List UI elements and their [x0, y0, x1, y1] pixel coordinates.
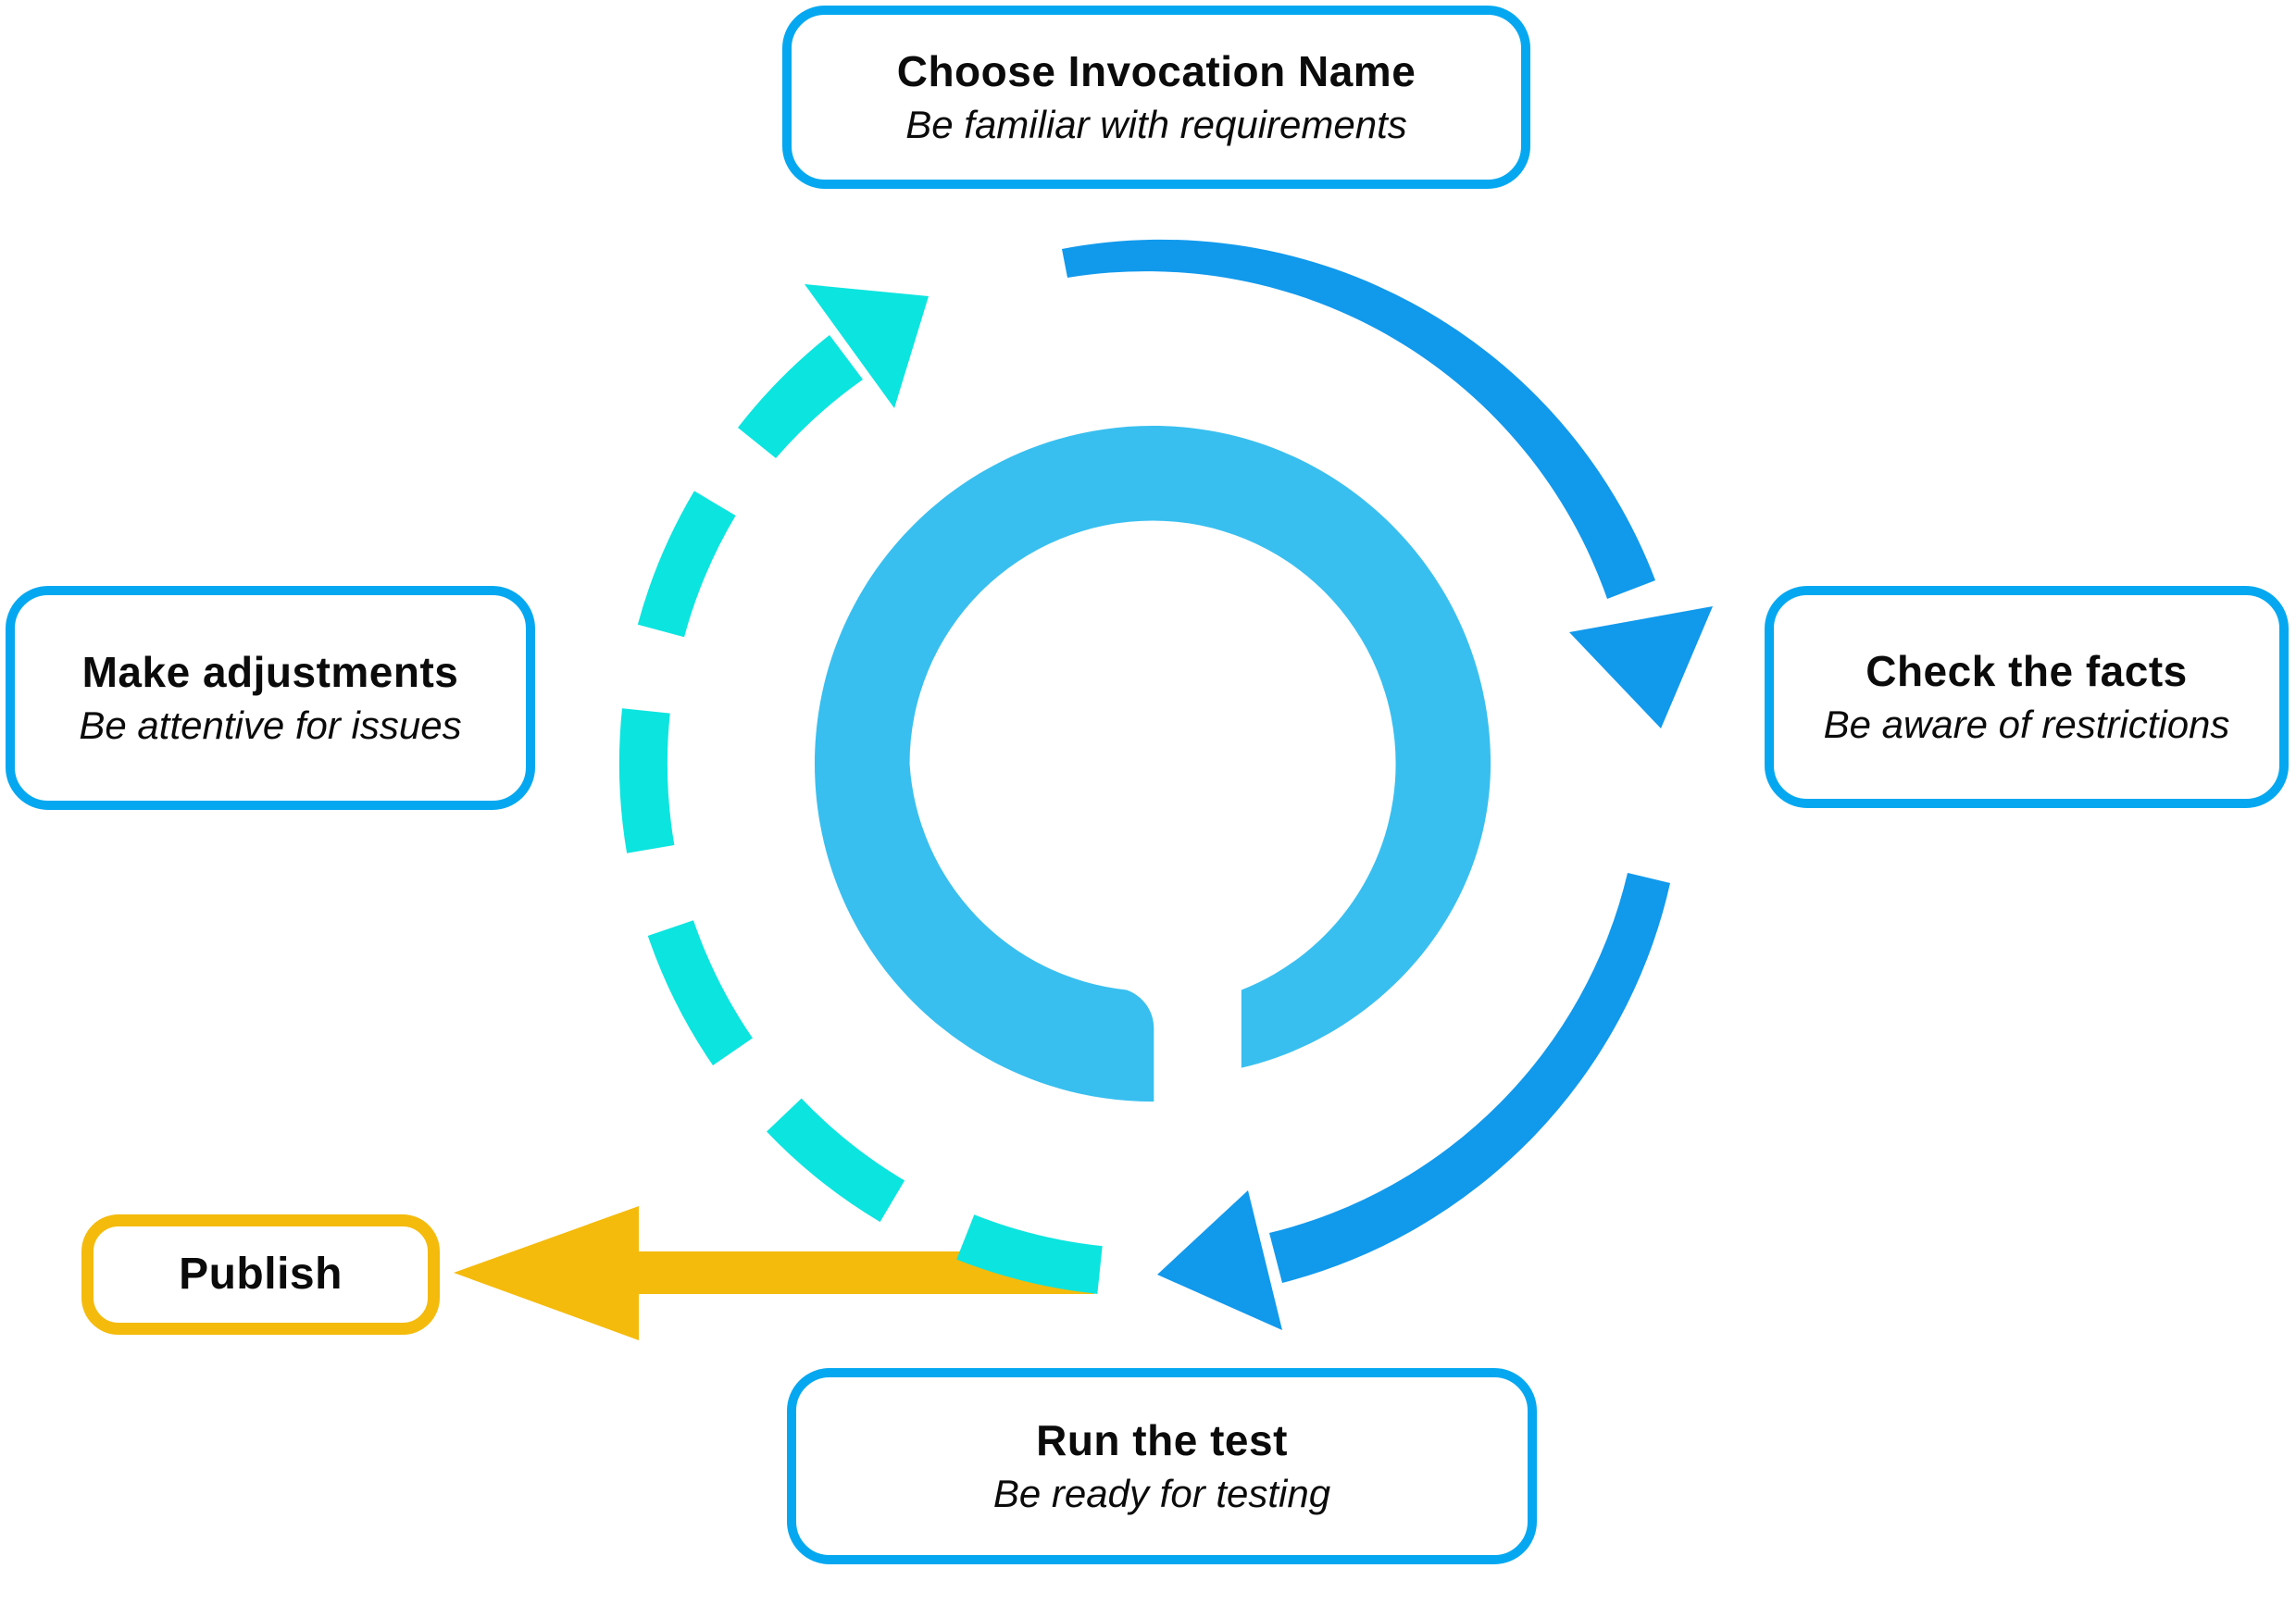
node-check-the-facts: Check the facts Be aware of restrictions [1765, 586, 2289, 808]
node-run-the-test: Run the test Be ready for testing [787, 1368, 1537, 1564]
node-subtitle: Be familiar with requirements [905, 103, 1407, 147]
node-subtitle: Be attentive for issues [79, 703, 462, 748]
node-make-adjustments: Make adjustments Be attentive for issues [6, 586, 535, 810]
arc-check-to-run [1269, 873, 1670, 1283]
node-choose-invocation-name: Choose Invocation Name Be familiar with … [782, 6, 1530, 189]
node-title: Choose Invocation Name [896, 46, 1416, 95]
arrowhead-to-check [1569, 606, 1713, 728]
alexa-logo-path [815, 426, 1491, 1102]
node-title: Check the facts [1866, 646, 2188, 695]
arrowhead-to-run [1157, 1190, 1282, 1330]
node-title: Make adjustments [81, 647, 459, 696]
node-publish: Publish [81, 1214, 440, 1335]
publish-arrow [454, 1206, 1094, 1340]
node-title: Publish [179, 1249, 343, 1299]
node-subtitle: Be ready for testing [992, 1472, 1331, 1516]
arc-run-to-adjust-dashed [618, 458, 1103, 1294]
arc-choose-to-check [1062, 239, 1655, 599]
dashed-arrow-shaft [738, 335, 863, 458]
alexa-logo-icon [815, 426, 1491, 1102]
node-subtitle: Be aware of restrictions [1823, 703, 2230, 747]
arrowhead-to-choose [805, 284, 929, 408]
node-title: Run the test [1036, 1415, 1288, 1464]
